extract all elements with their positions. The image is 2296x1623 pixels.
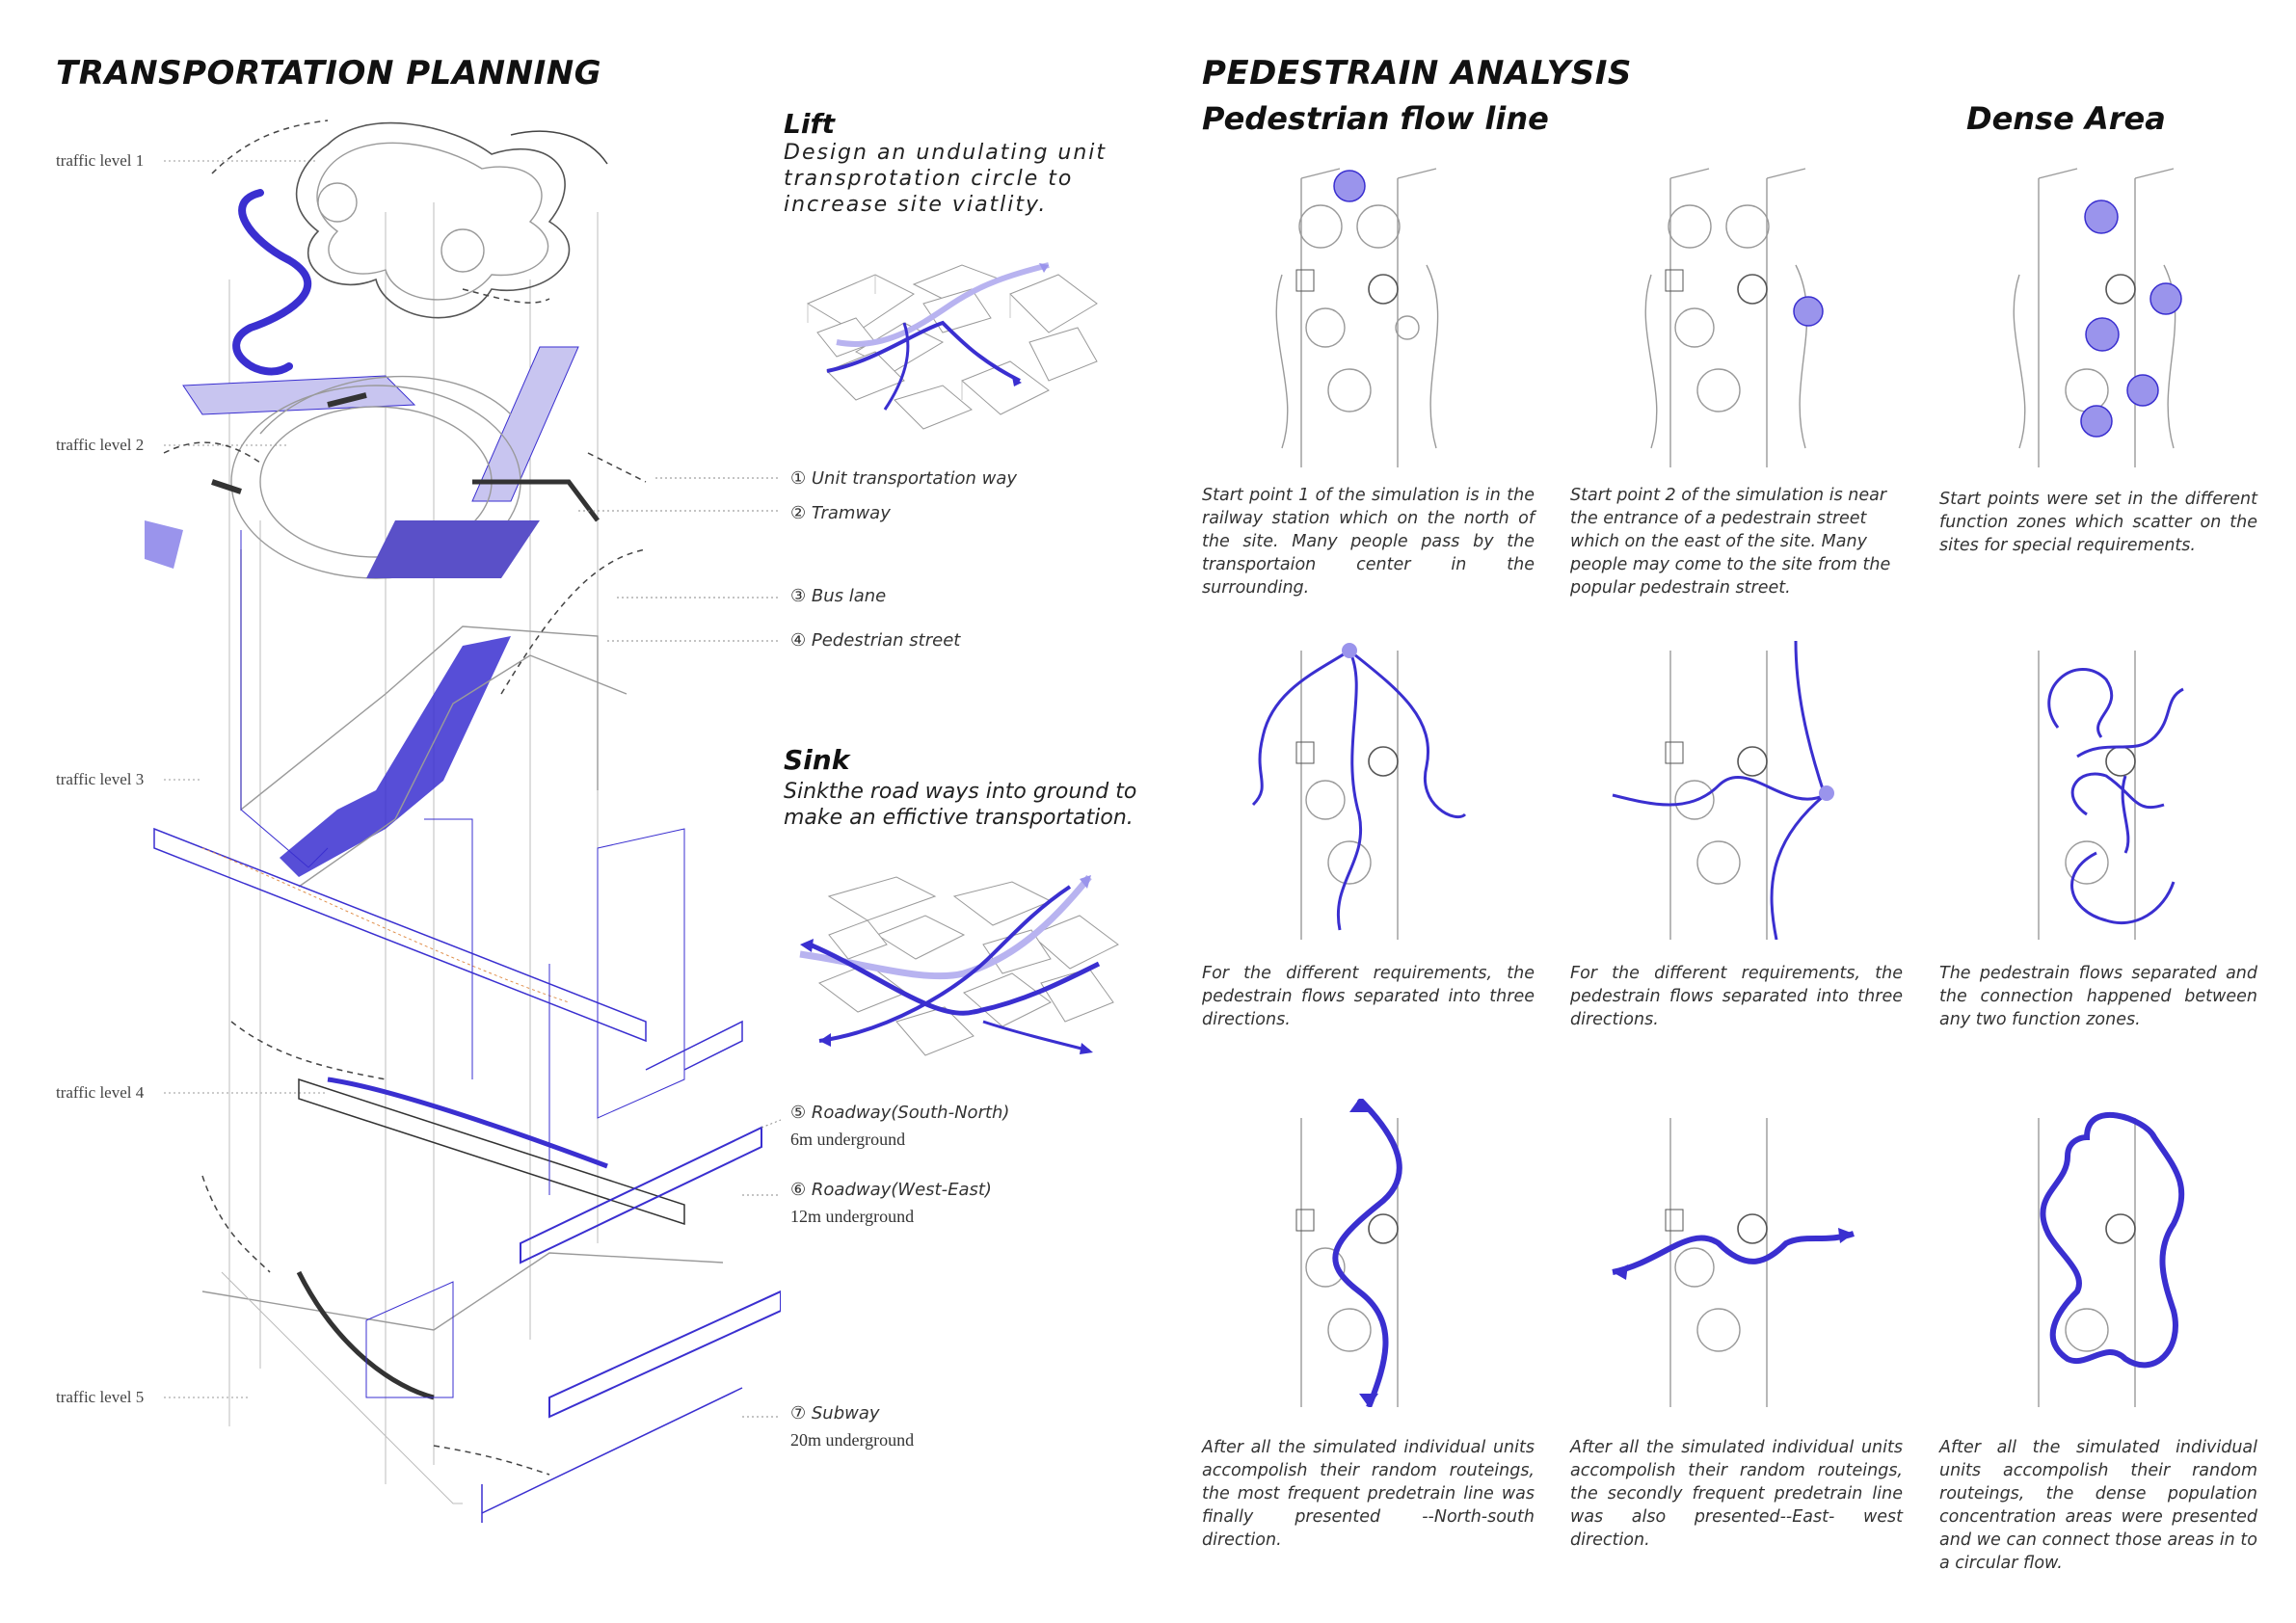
- legend-item-6-depth: 12m underground: [790, 1207, 914, 1227]
- sink-description: Sinkthe road ways into ground to make an…: [784, 779, 1140, 831]
- legend-item-7-depth: 20m underground: [790, 1430, 914, 1450]
- sink-city-axonometric: [790, 867, 1137, 1070]
- legend-item-5: ⑤ Roadway(South-North): [790, 1103, 1009, 1123]
- flow-line-heading: Pedestrian flow line: [1202, 100, 1549, 137]
- flow-panel-3: [1205, 631, 1523, 940]
- flow-panel-1: [1205, 159, 1523, 467]
- exploded-axonometric-diagram: [145, 116, 781, 1542]
- lift-title: Lift: [784, 108, 835, 140]
- lift-city-axonometric: [798, 246, 1107, 439]
- flow-panel-6: [1574, 1099, 1892, 1407]
- legend-item-3: ③ Bus lane: [790, 586, 886, 606]
- dense-panel-2: [1942, 631, 2260, 940]
- caption-9: After all the simulated individual units…: [1939, 1436, 2257, 1575]
- traffic-level-1-label: traffic level 1: [56, 151, 144, 171]
- flow-panel-4: [1574, 631, 1892, 940]
- caption-2: Start point 2 of the simulation is near …: [1570, 484, 1903, 599]
- flow-panel-2: [1574, 159, 1892, 467]
- flow-panel-5: [1205, 1099, 1523, 1407]
- transportation-title: TRANSPORTATION PLANNING: [56, 54, 601, 93]
- caption-7: After all the simulated individual units…: [1202, 1436, 1535, 1552]
- caption-8: After all the simulated individual units…: [1570, 1436, 1903, 1552]
- traffic-level-5-label: traffic level 5: [56, 1388, 144, 1407]
- legend-item-6: ⑥ Roadway(West-East): [790, 1180, 992, 1200]
- caption-1: Start point 1 of the simulation is in th…: [1202, 484, 1535, 599]
- caption-5: For the different requirements, the pede…: [1570, 962, 1903, 1031]
- dense-panel-1: [1942, 159, 2260, 467]
- dense-panel-3: [1942, 1099, 2260, 1407]
- legend-item-7: ⑦ Subway: [790, 1403, 880, 1423]
- legend-item-1: ① Unit transportation way: [790, 468, 1017, 489]
- pedestrain-title: PEDESTRAIN ANALYSIS: [1202, 54, 1632, 93]
- caption-6: The pedestrain flows separated and the c…: [1939, 962, 2257, 1031]
- dense-area-heading: Dense Area: [1966, 100, 2166, 137]
- traffic-level-4-label: traffic level 4: [56, 1083, 144, 1103]
- lift-description: Design an undulating unit transprotation…: [784, 140, 1111, 218]
- sink-title: Sink: [784, 744, 849, 776]
- legend-item-4: ④ Pedestrian street: [790, 630, 960, 651]
- legend-item-2: ② Tramway: [790, 503, 891, 523]
- caption-4: For the different requirements, the pede…: [1202, 962, 1535, 1031]
- traffic-level-2-label: traffic level 2: [56, 436, 144, 455]
- traffic-level-3-label: traffic level 3: [56, 770, 144, 789]
- caption-3: Start points were set in the different f…: [1939, 488, 2257, 557]
- legend-item-5-depth: 6m underground: [790, 1130, 905, 1150]
